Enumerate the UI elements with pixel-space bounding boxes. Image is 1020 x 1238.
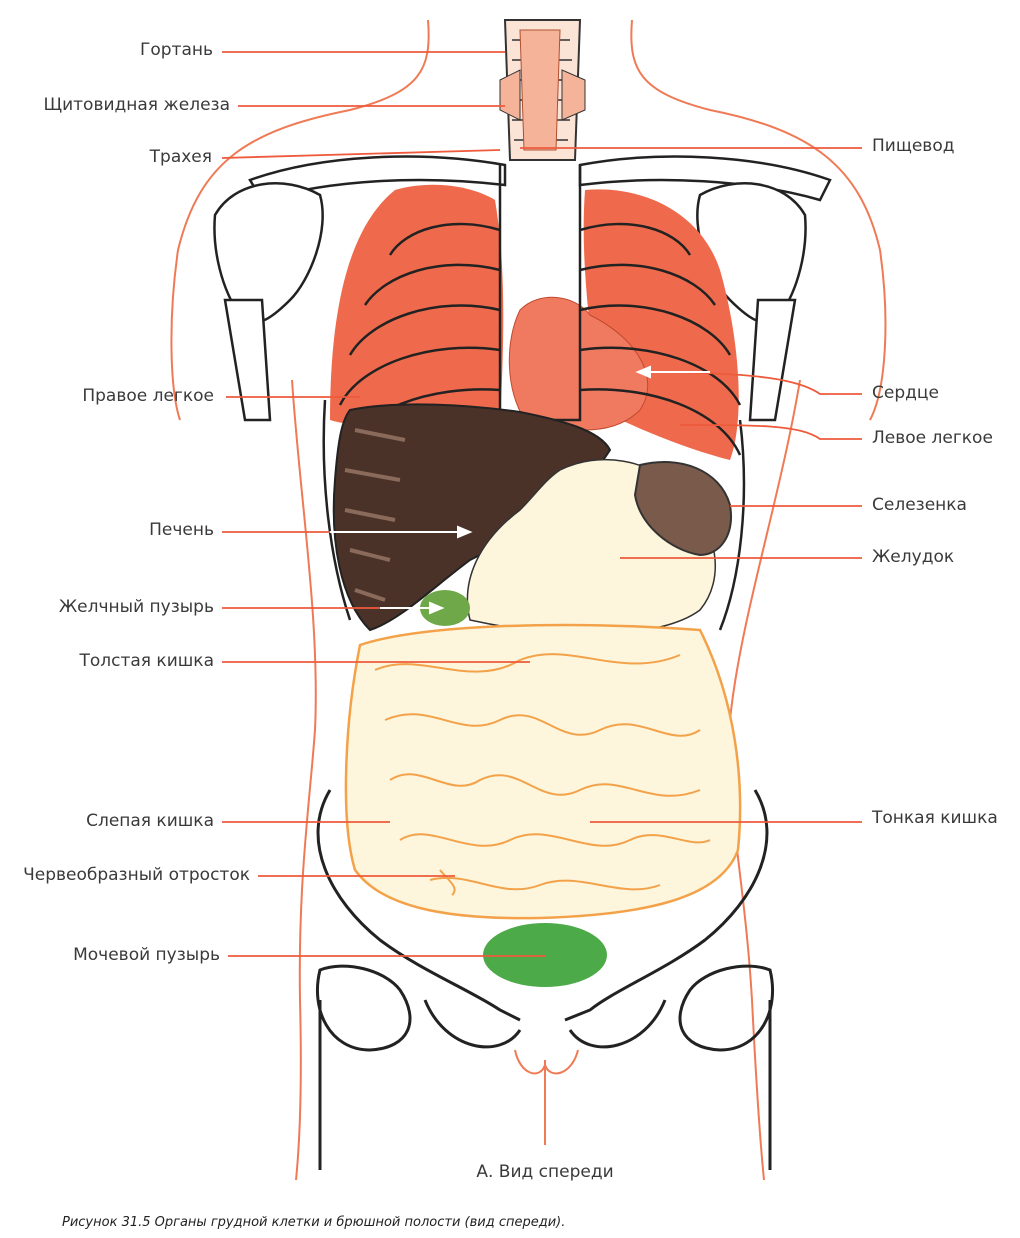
leader-lines-left [221,51,545,957]
neck-structures [499,19,586,161]
pelvis [315,789,775,1170]
gallbladder [420,590,470,626]
label-heart: Сердце [872,383,939,403]
label-gallbladder: Желчный пузырь [58,597,214,617]
label-colon: Толстая кишка [79,651,214,671]
label-larynx: Гортань [140,40,214,60]
label-cecum: Слепая кишка [86,811,214,831]
intestines [344,623,742,920]
label-bladder: Мочевой пузырь [73,945,220,965]
bladder [483,923,607,987]
label-esophagus: Пищевод [872,136,955,156]
label-right-lung: Правое легкое [82,386,214,406]
label-stomach: Желудок [872,547,955,567]
label-trachea: Трахея [149,147,212,167]
label-thyroid: Щитовидная железа [43,95,231,115]
leader-lines-right [520,147,862,823]
figure-subtitle: А. Вид спереди [476,1162,614,1182]
label-small-intestine: Тонкая кишка [872,808,998,828]
heart [508,296,649,431]
label-left-lung: Левое легкое [872,428,993,448]
right-lung [330,184,504,426]
label-appendix: Червеобразный отросток [23,865,250,885]
label-spleen: Селезенка [872,495,967,515]
label-liver: Печень [149,520,214,540]
white-pointers [330,365,710,615]
figure-caption: Рисунок 31.5 Органы грудной клетки и брю… [62,1215,566,1230]
spleen [633,460,732,557]
